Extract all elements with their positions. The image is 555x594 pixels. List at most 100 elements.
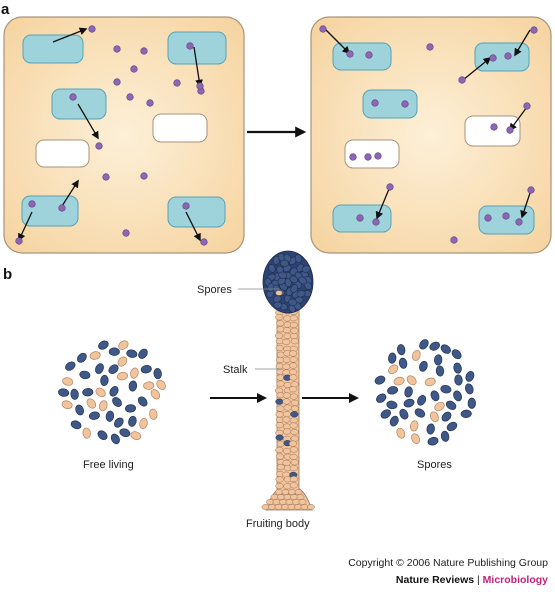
amoeba-cell bbox=[429, 411, 439, 423]
particle bbox=[69, 93, 77, 101]
stalk-cell bbox=[277, 494, 285, 500]
transport-arrow bbox=[18, 211, 33, 242]
spore-cell bbox=[446, 421, 458, 432]
spores-callout-label: Spores bbox=[197, 284, 232, 296]
spore-cell bbox=[75, 404, 84, 416]
particle bbox=[356, 214, 364, 222]
journal-subtitle: Microbiology bbox=[483, 574, 548, 586]
particle bbox=[28, 200, 36, 208]
amoeba-cell bbox=[411, 433, 421, 444]
particle bbox=[200, 238, 208, 246]
amoeba-cell bbox=[424, 377, 436, 387]
panel-b-label: b bbox=[3, 266, 12, 283]
particle bbox=[523, 102, 531, 110]
particle bbox=[130, 65, 138, 73]
stalk-cell bbox=[281, 489, 290, 495]
stalk-cell bbox=[290, 405, 299, 412]
amoeba-cell bbox=[118, 340, 129, 350]
particle bbox=[186, 42, 194, 50]
particle bbox=[102, 173, 110, 181]
cell-left bbox=[3, 16, 245, 254]
spore-cell bbox=[95, 363, 104, 374]
stalk-cell bbox=[282, 338, 291, 345]
stalk-cell bbox=[275, 482, 284, 489]
spore-cell bbox=[389, 415, 399, 427]
spore-cell bbox=[398, 357, 408, 369]
stalk-cell bbox=[275, 446, 284, 453]
vacuole bbox=[478, 205, 535, 235]
stalk-cell bbox=[282, 363, 291, 370]
amoeba-cell bbox=[95, 387, 106, 398]
amoeba-cell bbox=[116, 371, 129, 381]
amoeba-cell bbox=[89, 351, 101, 360]
vacuole bbox=[167, 196, 226, 228]
amoeba-cell bbox=[150, 389, 161, 400]
spore-cell bbox=[128, 380, 138, 392]
journal-name: Nature Reviews bbox=[396, 574, 474, 586]
spore-cell bbox=[380, 409, 391, 419]
particle bbox=[146, 99, 154, 107]
stalk-cell bbox=[275, 422, 284, 429]
spore-cell bbox=[108, 347, 120, 356]
particle bbox=[122, 229, 130, 237]
spore-cell bbox=[434, 354, 443, 366]
stalk-cell bbox=[307, 504, 315, 510]
transport-arrow bbox=[52, 27, 88, 43]
transport-arrow bbox=[193, 46, 203, 88]
spore-cell bbox=[268, 264, 276, 273]
spore-cell bbox=[441, 411, 452, 422]
stalk-cell bbox=[289, 453, 298, 460]
spore-cell bbox=[126, 349, 138, 358]
particle bbox=[182, 202, 190, 210]
empty-vacuole bbox=[344, 139, 400, 169]
vacuole bbox=[362, 89, 418, 119]
spore-cell bbox=[445, 400, 457, 410]
stalk-cell bbox=[283, 404, 292, 411]
stalk-cell bbox=[276, 440, 285, 447]
spore-cell bbox=[153, 368, 162, 380]
spore-cell bbox=[98, 340, 109, 350]
stalk-cell bbox=[289, 465, 298, 472]
amoeba-cell bbox=[406, 375, 417, 386]
vacuole bbox=[332, 42, 392, 71]
particle bbox=[401, 100, 409, 108]
stalk-cell bbox=[276, 380, 285, 387]
amoeba-cell bbox=[130, 431, 142, 440]
transport-arrow bbox=[185, 211, 201, 242]
spore-cell bbox=[440, 344, 451, 354]
stalk-cell bbox=[275, 489, 283, 495]
stalk-cell bbox=[294, 489, 303, 495]
particle bbox=[113, 78, 121, 86]
spore-cell bbox=[440, 385, 452, 394]
stalk-cell bbox=[298, 499, 307, 505]
spore-head bbox=[262, 250, 314, 314]
stalk-cell bbox=[290, 399, 299, 406]
spore-cell bbox=[399, 408, 409, 420]
spore-cell bbox=[65, 361, 76, 371]
spore-cell bbox=[105, 410, 115, 422]
stalk-cell bbox=[274, 332, 284, 339]
particle bbox=[484, 214, 492, 222]
spore-cell bbox=[114, 417, 124, 428]
cell-right bbox=[310, 16, 552, 254]
spores-group-label: Spores bbox=[417, 459, 452, 471]
spore-cell bbox=[275, 434, 284, 441]
stalk-cell bbox=[287, 504, 296, 510]
spore-cell bbox=[275, 398, 284, 405]
spore-cell bbox=[388, 352, 397, 364]
spore-cell bbox=[453, 362, 462, 374]
stalk-cell bbox=[289, 476, 298, 483]
amoeba-cell bbox=[117, 356, 128, 367]
spore-cell bbox=[419, 339, 429, 350]
particle bbox=[506, 126, 514, 134]
stalk-cell bbox=[282, 392, 291, 399]
spore-cell bbox=[298, 276, 307, 285]
spore-cell bbox=[77, 352, 87, 363]
spore-cell bbox=[290, 284, 298, 293]
vacuole bbox=[22, 34, 84, 64]
stalk-cell bbox=[282, 327, 291, 334]
stalk-cell bbox=[276, 356, 285, 364]
amoeba-cell bbox=[143, 381, 155, 390]
